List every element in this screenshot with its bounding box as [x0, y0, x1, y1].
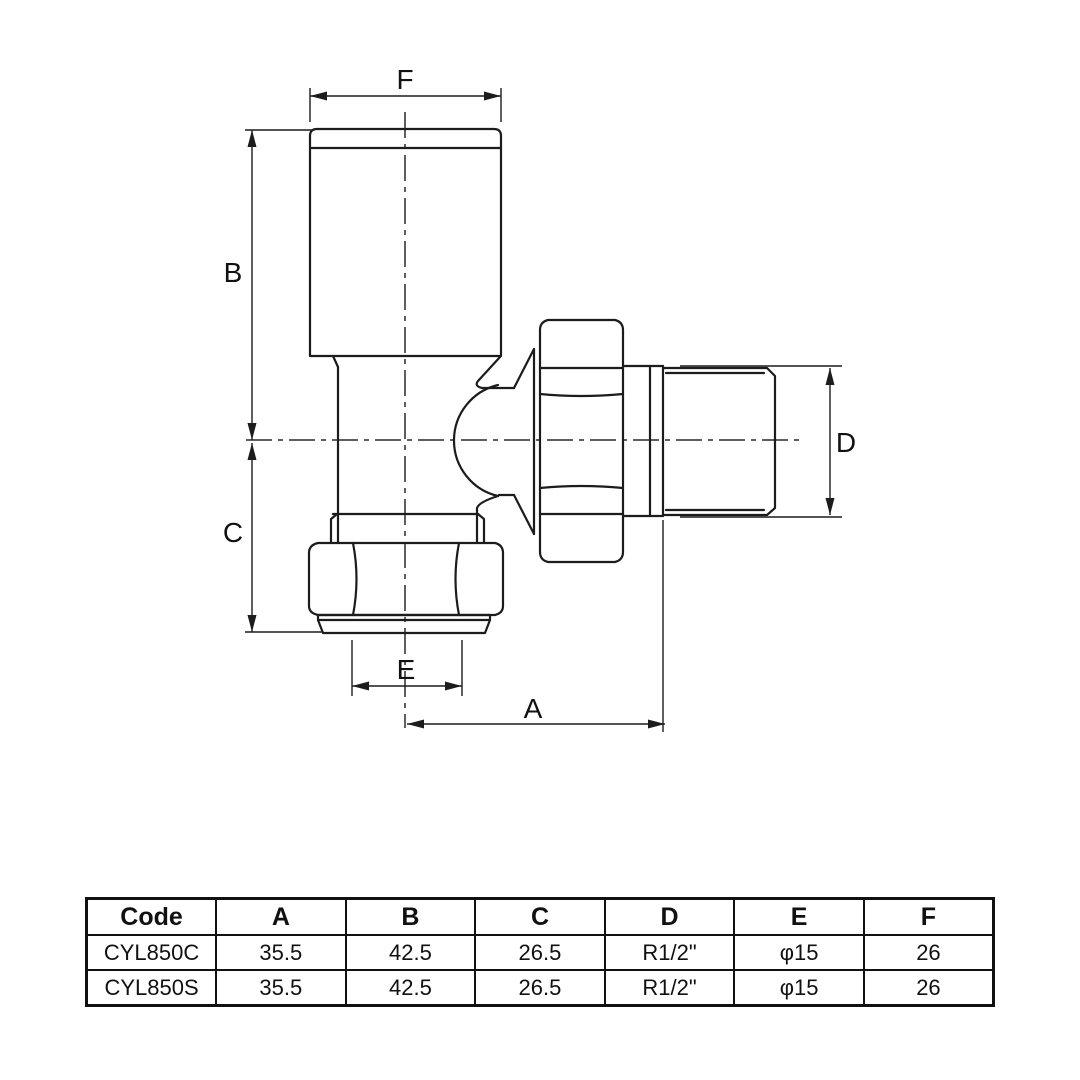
- valve-head-cap: [308, 127, 503, 358]
- cell-c: 26.5: [474, 934, 606, 971]
- cell-code: CYL850C: [85, 934, 218, 971]
- c-dimension-label: C: [223, 517, 243, 548]
- union-cone: [512, 347, 536, 536]
- compression-collar: [329, 512, 486, 545]
- spec-table-row: CYL850S 35.5 42.5 26.5 R1/2" φ15 26: [85, 969, 995, 1007]
- a-arrow-left: [407, 719, 424, 729]
- body-right-shoulder: [475, 355, 516, 390]
- cell-d: R1/2": [603, 969, 736, 1007]
- c-arrow-top: [247, 443, 257, 460]
- body-lower-right-edge: [475, 494, 500, 515]
- compression-nut-facet-left: [351, 541, 358, 617]
- dimension-e: E: [351, 640, 463, 696]
- compression-nut: [307, 541, 505, 617]
- header-cell-b: B: [344, 897, 477, 936]
- header-cell-d: D: [603, 897, 736, 936]
- e-arrow-right: [445, 681, 462, 691]
- collar-left-outer: [329, 512, 339, 544]
- cell-c: 26.5: [474, 969, 606, 1007]
- a-dimension-label: A: [524, 693, 543, 724]
- thread-outline: [661, 366, 777, 517]
- cell-a: 35.5: [215, 969, 347, 1007]
- f-dimension-label: F: [396, 64, 413, 95]
- spec-table-container: Code A B C D E F CYL850C 35.5 42.5 26.5 …: [85, 897, 995, 1007]
- cell-d: R1/2": [603, 934, 736, 971]
- dimension-b: B: [224, 129, 312, 440]
- cell-a: 35.5: [215, 934, 347, 971]
- end-ring-outline: [316, 613, 492, 635]
- compression-nut-outline: [307, 541, 505, 617]
- compression-nut-facet-right: [454, 541, 461, 617]
- outlet-cylinder: [621, 364, 665, 518]
- a-arrow-right: [648, 719, 665, 729]
- dimension-d: D: [680, 365, 856, 518]
- header-cell-code: Code: [85, 897, 218, 936]
- union-nut-outline: [538, 318, 625, 564]
- b-arrow-top: [247, 130, 257, 147]
- cell-b: 42.5: [344, 934, 477, 971]
- b-arrow-bottom: [247, 423, 257, 440]
- b-dimension-label: B: [224, 257, 243, 288]
- header-cell-e: E: [733, 897, 865, 936]
- sphere-arc: [452, 383, 500, 498]
- body-left-shoulder: [331, 354, 340, 369]
- cell-code: CYL850S: [85, 969, 218, 1007]
- cell-f: 26: [862, 934, 995, 971]
- d-dimension-label: D: [836, 427, 856, 458]
- spec-table-row: CYL850C 35.5 42.5 26.5 R1/2" φ15 26: [85, 934, 995, 971]
- male-thread: [661, 366, 777, 517]
- dimension-f: F: [309, 64, 502, 122]
- cone-bottom-slant: [512, 493, 536, 536]
- centerlines: [246, 112, 800, 728]
- technical-drawing: F B C D: [223, 64, 856, 732]
- collar-right-outer: [476, 512, 486, 544]
- cell-b: 42.5: [344, 969, 477, 1007]
- f-arrow-left: [310, 91, 327, 101]
- spec-table-header-row: Code A B C D E F: [85, 897, 995, 936]
- e-arrow-left: [352, 681, 369, 691]
- spec-table: Code A B C D E F CYL850C 35.5 42.5 26.5 …: [85, 897, 995, 1007]
- cap-outline: [308, 127, 503, 358]
- valve-body: [331, 354, 516, 516]
- d-arrow-top: [825, 368, 835, 385]
- c-arrow-bottom: [247, 615, 257, 632]
- dimension-a: A: [407, 520, 665, 732]
- dimension-c: C: [223, 443, 323, 633]
- f-arrow-right: [484, 91, 501, 101]
- cell-f: 26: [862, 969, 995, 1007]
- end-ring: [316, 613, 492, 635]
- union-nut-facet-line-3: [538, 484, 625, 490]
- header-cell-a: A: [215, 897, 347, 936]
- union-nut: [538, 318, 625, 564]
- cell-e: φ15: [733, 969, 865, 1007]
- cone-top-slant: [512, 347, 536, 390]
- cell-e: φ15: [733, 934, 865, 971]
- header-cell-c: C: [474, 897, 606, 936]
- union-nut-facet-line-2: [538, 392, 625, 398]
- e-dimension-label: E: [397, 654, 416, 685]
- header-cell-f: F: [862, 897, 995, 936]
- d-arrow-bottom: [825, 498, 835, 515]
